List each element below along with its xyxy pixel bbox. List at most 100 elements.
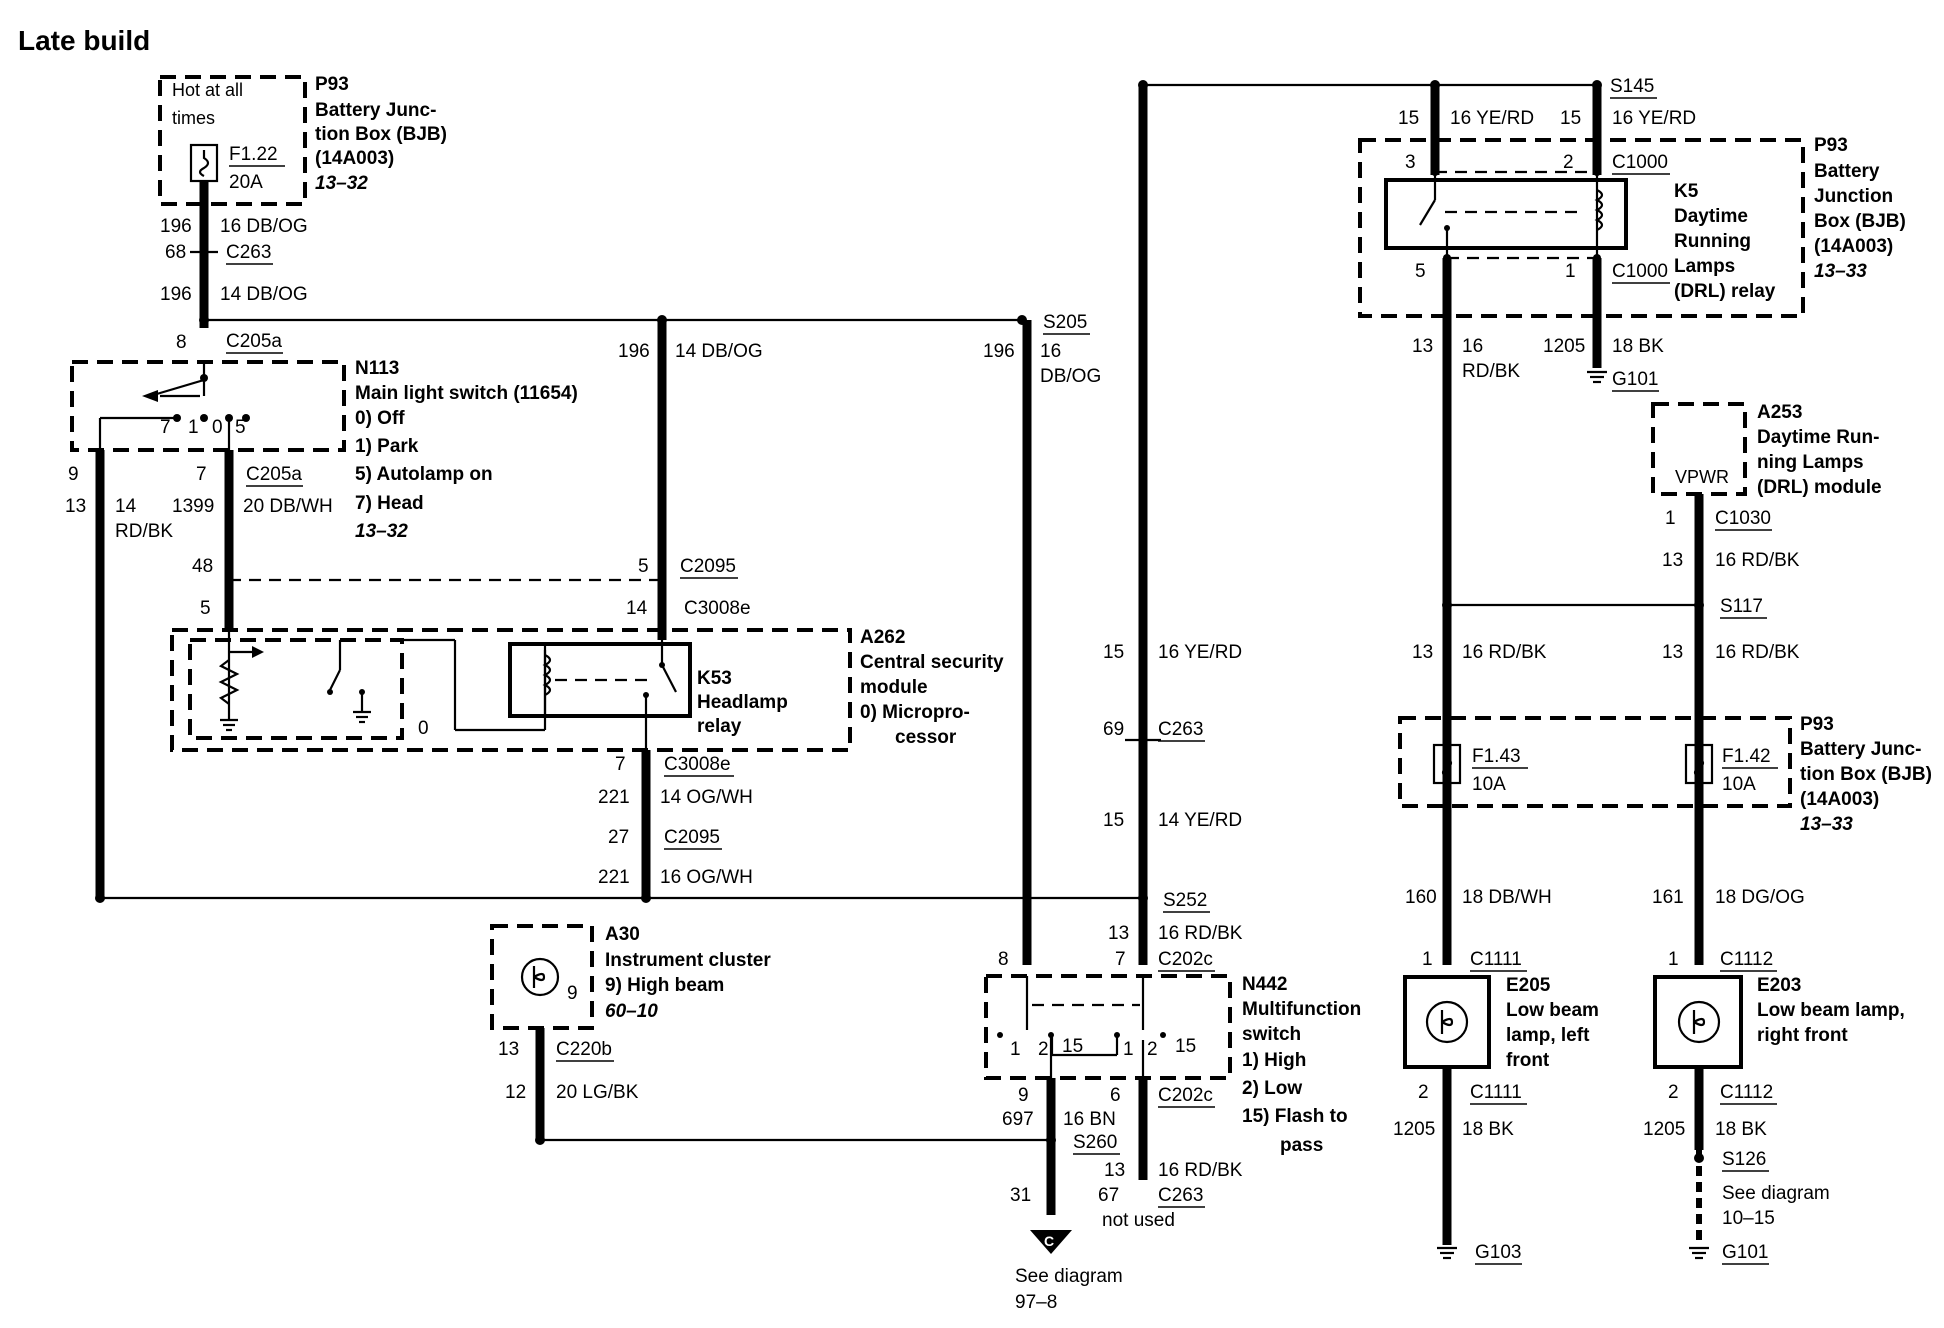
relay-pin-2: 2 [1563, 152, 1574, 173]
circuit-13-n442: 13 [1104, 1160, 1125, 1181]
n113-opt-5: 5) Autolamp on [355, 464, 493, 485]
e205-name-3: front [1506, 1050, 1550, 1071]
wire-13-n442-label: 16 RD/BK [1158, 1160, 1243, 1181]
bjb-top-ref: 13–32 [315, 173, 368, 194]
e203-name-1: Low beam lamp, [1757, 1000, 1905, 1021]
resistor-icon [218, 659, 240, 705]
connector-c220b: C220b [556, 1039, 612, 1060]
connector-c1000-a: C1000 [1612, 152, 1668, 173]
n442-pos-15a: 15 [1062, 1036, 1083, 1057]
bjb-drl-part: (14A003) [1814, 236, 1893, 257]
circuit-31: 31 [1010, 1185, 1031, 1206]
connector-c3008e-a: C3008e [684, 598, 751, 619]
connector-c-icon [1030, 1230, 1072, 1254]
circuit-7-n442: 7 [1115, 949, 1126, 970]
wire-15-relay-a-label: 16 YE/RD [1450, 108, 1534, 129]
see-diagram-10-ref: 10–15 [1722, 1208, 1775, 1229]
relay-coil-icon [542, 654, 552, 696]
circuit-196b: 196 [160, 284, 192, 305]
hot-label-2: times [172, 108, 215, 128]
circuit-8-n442: 8 [998, 949, 1009, 970]
drl-relay-coil-icon [1594, 189, 1604, 231]
a253-name-3: (DRL) module [1757, 477, 1882, 498]
splice-s145: S145 [1610, 76, 1654, 97]
n442-pos-1b: 1 [1123, 1039, 1134, 1060]
circuit-13-center: 13 [1108, 923, 1129, 944]
bjb-bottom-part: (14A003) [1800, 789, 1879, 810]
switch-pos-5: 5 [235, 417, 246, 438]
splice-s126: S126 [1722, 1149, 1766, 1170]
switch-arrow-icon [142, 390, 158, 402]
k5-name-1: Daytime [1674, 206, 1748, 227]
circuit-67: 67 [1098, 1185, 1119, 1206]
left-lamp-pin-1: 1 [1422, 949, 1433, 970]
connector-c1111-b: C1111 [1470, 1082, 1522, 1103]
wire-160-label: 18 DB/WH [1462, 887, 1552, 908]
connector-c1112-b: C1112 [1720, 1082, 1773, 1103]
bjb-top-id: P93 [315, 74, 349, 95]
n113-pin-9: 9 [68, 464, 79, 485]
a262-opt-0: 0) Micropro- [860, 702, 970, 723]
fuse-f143-amps: 10A [1472, 774, 1506, 795]
fuse-element-icon [198, 150, 210, 177]
connector-c263-bottom: C263 [1158, 1185, 1203, 1206]
bjb-top-part: (14A003) [315, 148, 394, 169]
wire-13-s117-right-label: 16 RD/BK [1715, 642, 1800, 663]
wire-1399-label: 20 DB/WH [243, 496, 333, 517]
switch-pos-1: 1 [188, 417, 199, 438]
e203-right-lamp-box [1653, 975, 1743, 1069]
not-used-label: not used [1102, 1210, 1175, 1231]
circuit-48: 48 [192, 556, 213, 577]
n442-id: N442 [1242, 974, 1287, 995]
n113-opt-7: 7) Head [355, 493, 424, 514]
circuit-7-a262: 7 [615, 754, 626, 775]
connector-c202c-top: C202c [1158, 949, 1213, 970]
wire-15-relay-b-label: 16 YE/RD [1612, 108, 1696, 129]
circuit-68: 68 [165, 242, 186, 263]
module-pin-0: 0 [418, 718, 429, 739]
splice-s252: S252 [1163, 890, 1207, 911]
wire-196c-label: 14 DB/OG [675, 341, 763, 362]
k53-name-1: Headlamp [697, 692, 788, 713]
circuit-5a: 5 [638, 556, 649, 577]
circuit-6-n442: 6 [1110, 1085, 1121, 1106]
wire-15b-label: 14 YE/RD [1158, 810, 1242, 831]
k53-name-2: relay [697, 716, 742, 737]
high-beam-indicator-icon [520, 957, 560, 997]
bjb-bottom-name-2: tion Box (BJB) [1800, 764, 1932, 785]
wire-161-label: 18 DG/OG [1715, 887, 1805, 908]
wire-18bk-relay-label: 18 BK [1612, 336, 1664, 357]
circuit-13-a253: 13 [1662, 550, 1683, 571]
a30-ref: 60–10 [605, 1001, 658, 1022]
circuit-15-relay-b: 15 [1560, 108, 1581, 129]
circuit-196c: 196 [618, 341, 650, 362]
ground-g101-bottom-icon [1689, 1246, 1709, 1260]
circuit-27: 27 [608, 827, 629, 848]
k5-id: K5 [1674, 181, 1699, 202]
a262-module-box: 0 [170, 628, 852, 752]
relay-pin-5: 5 [1415, 261, 1426, 282]
ground-g101-top-icon [1587, 370, 1607, 384]
relay-pin-3: 3 [1405, 152, 1416, 173]
a30-name: Instrument cluster [605, 950, 771, 971]
connector-c1030: C1030 [1715, 508, 1771, 529]
circuit-13-left: 13 [65, 496, 86, 517]
bjb-drl-id: P93 [1814, 135, 1848, 156]
k5-name-4: (DRL) relay [1674, 281, 1776, 302]
bjb-drl-name-2: Junction [1814, 186, 1893, 207]
circuit-1205-right: 1205 [1643, 1119, 1685, 1140]
n442-switch-box: 1 2 15 1 2 15 [984, 974, 1232, 1080]
right-lamp-bulb-icon [1677, 1000, 1721, 1044]
wire-196a-label: 16 DB/OG [220, 216, 308, 237]
bjb-drl-name-1: Battery [1814, 161, 1880, 182]
wire-16-label-1: 16 [1462, 336, 1483, 357]
n442-name-1: Multifunction [1242, 999, 1361, 1020]
n442-name-2: switch [1242, 1024, 1301, 1045]
fuse-f142-icon [1684, 743, 1714, 785]
fuse-f122-label: F1.22 [229, 144, 278, 165]
a30-opt-9: 9) High beam [605, 975, 724, 996]
k53-relay-box [508, 642, 692, 718]
bjb-bottom-ref: 13–33 [1800, 814, 1853, 835]
